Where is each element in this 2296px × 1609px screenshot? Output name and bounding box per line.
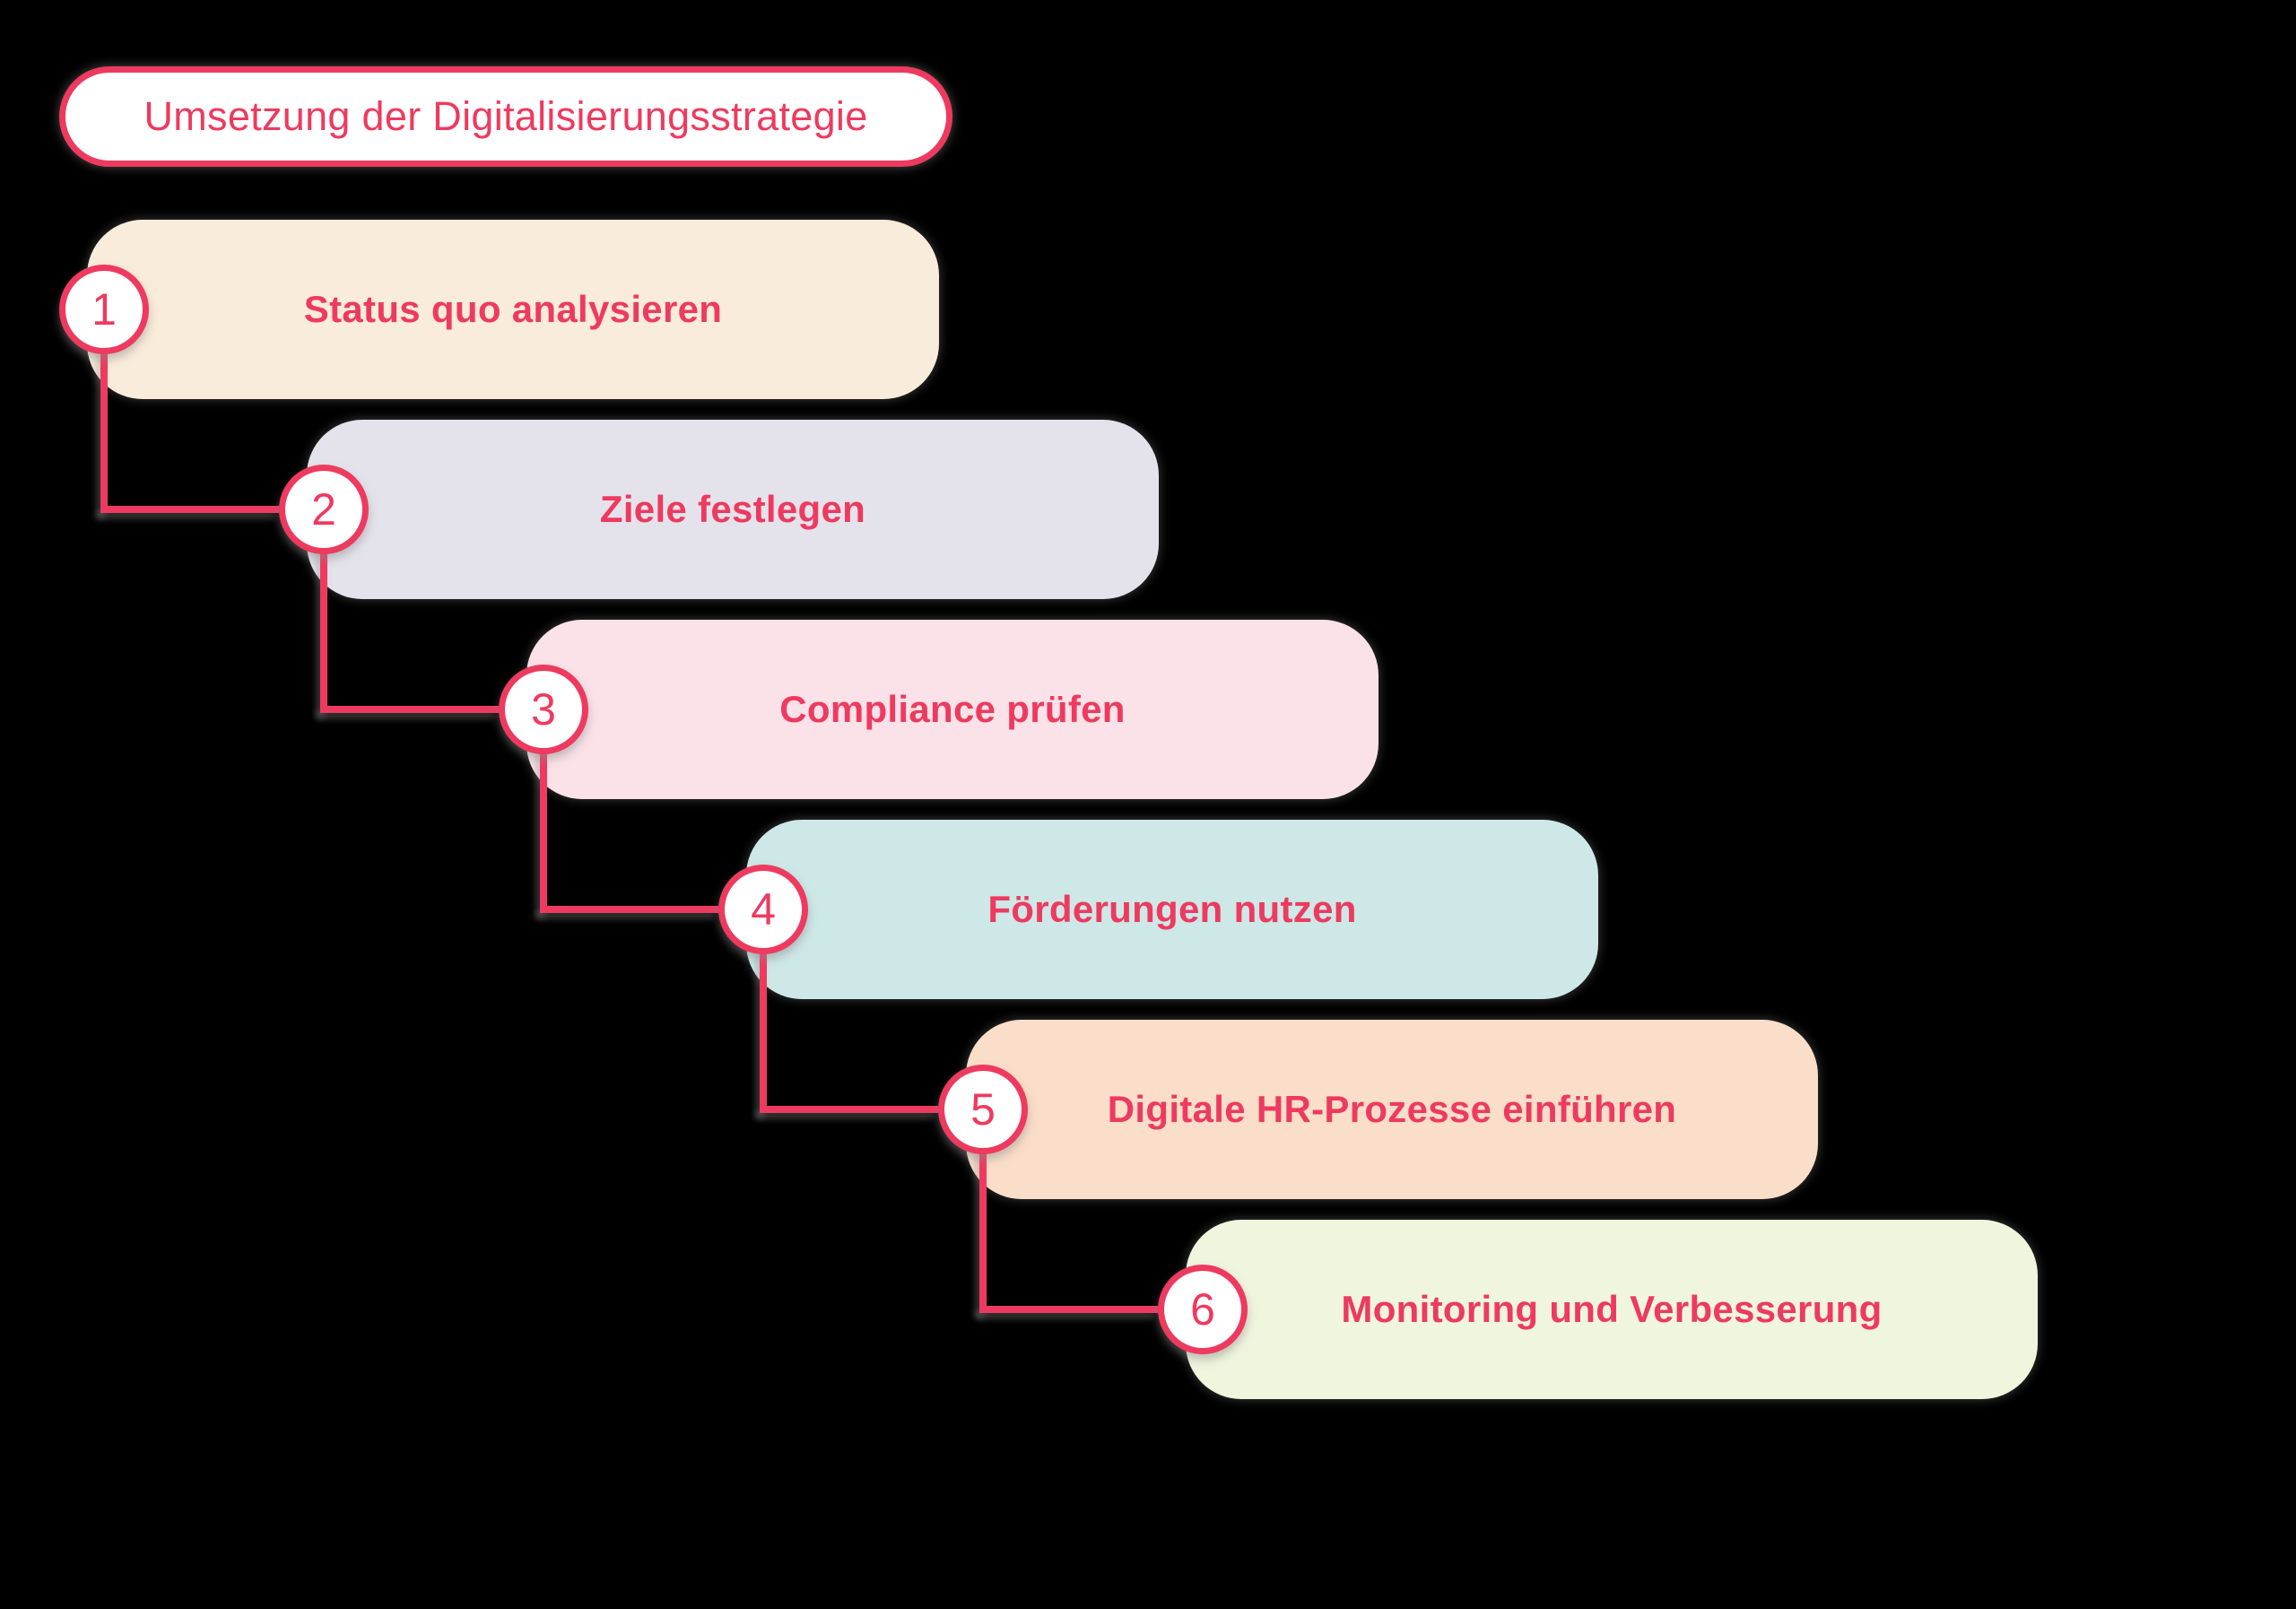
step-label: Digitale HR-Prozesse einführen (1107, 1088, 1677, 1130)
step-bar: Monitoring und Verbesserung (1186, 1220, 2038, 1399)
diagram-title-badge: Umsetzung der Digitalisierungsstrategie (59, 66, 952, 167)
diagram-title: Umsetzung der Digitalisierungsstrategie (144, 93, 868, 139)
step-number: 4 (751, 884, 776, 935)
step-label: Ziele festlegen (599, 488, 866, 530)
step-bar: Förderungen nutzen (746, 820, 1598, 999)
step-number-badge: 4 (718, 865, 808, 954)
step-bar: Ziele festlegen (307, 420, 1159, 599)
connector-line-horizontal (320, 706, 499, 713)
step-label: Förderungen nutzen (987, 888, 1357, 930)
connector-line-vertical (979, 1145, 987, 1313)
connector-line-horizontal (979, 1306, 1158, 1313)
connector-line-vertical (320, 545, 327, 713)
step-number-badge: 2 (279, 465, 369, 554)
step-number: 5 (970, 1084, 996, 1135)
process-step: Monitoring und Verbesserung 6 (1158, 1220, 2038, 1399)
process-step: Status quo analysieren 1 (59, 220, 939, 513)
step-bar: Status quo analysieren (87, 220, 939, 399)
step-label: Monitoring und Verbesserung (1341, 1288, 1883, 1330)
step-number: 1 (91, 284, 117, 335)
connector-line-horizontal (760, 1106, 938, 1113)
step-label: Compliance prüfen (779, 688, 1126, 730)
process-step: Digitale HR-Prozesse einführen 5 (938, 1020, 1818, 1313)
process-step: Ziele festlegen 2 (279, 420, 1159, 713)
step-number-badge: 5 (938, 1065, 1028, 1154)
step-number-badge: 6 (1158, 1265, 1248, 1354)
connector-line-vertical (760, 945, 767, 1113)
step-bar: Digitale HR-Prozesse einführen (966, 1020, 1818, 1199)
connector-line-vertical (100, 345, 108, 513)
step-number: 6 (1190, 1284, 1215, 1335)
process-step: Compliance prüfen 3 (499, 620, 1378, 913)
step-number-badge: 3 (499, 665, 588, 754)
connector-line-horizontal (540, 906, 718, 913)
step-number-badge: 1 (59, 265, 149, 354)
step-number: 2 (311, 484, 336, 535)
connector-line-horizontal (100, 506, 279, 513)
step-bar: Compliance prüfen (526, 620, 1378, 799)
connector-line-vertical (540, 745, 547, 913)
process-step: Förderungen nutzen 4 (718, 820, 1598, 1113)
step-number: 3 (531, 684, 556, 735)
step-label: Status quo analysieren (303, 288, 723, 330)
